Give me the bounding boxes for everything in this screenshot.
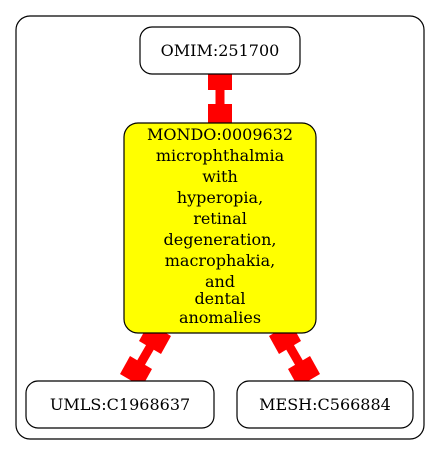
node-mondo-line: retinal [193,209,247,228]
node-omim[interactable]: OMIM:251700 [139,26,301,75]
node-mondo-line: microphthalmia [156,146,285,165]
node-mondo-line: dental [194,289,245,308]
node-mondo-line: MONDO:0009632 [147,125,293,144]
node-mesh-label: MESH:C566884 [259,395,391,414]
node-mondo-line: degeneration, [164,230,277,249]
edge-omim-mondo [208,70,232,124]
node-mondo-line: and [205,272,235,291]
node-mondo-line: hyperopia, [177,188,263,207]
node-mondo-line: with [202,167,238,186]
node-mondo-line: macrophakia, [165,251,275,270]
node-umls-label: UMLS:C1968637 [50,395,190,414]
node-mesh[interactable]: MESH:C566884 [236,380,414,429]
node-omim-label: OMIM:251700 [161,41,280,60]
node-mondo[interactable]: MONDO:0009632 microphthalmia with hypero… [123,122,317,334]
node-umls[interactable]: UMLS:C1968637 [25,380,215,429]
node-mondo-line: anomalies [179,308,261,327]
